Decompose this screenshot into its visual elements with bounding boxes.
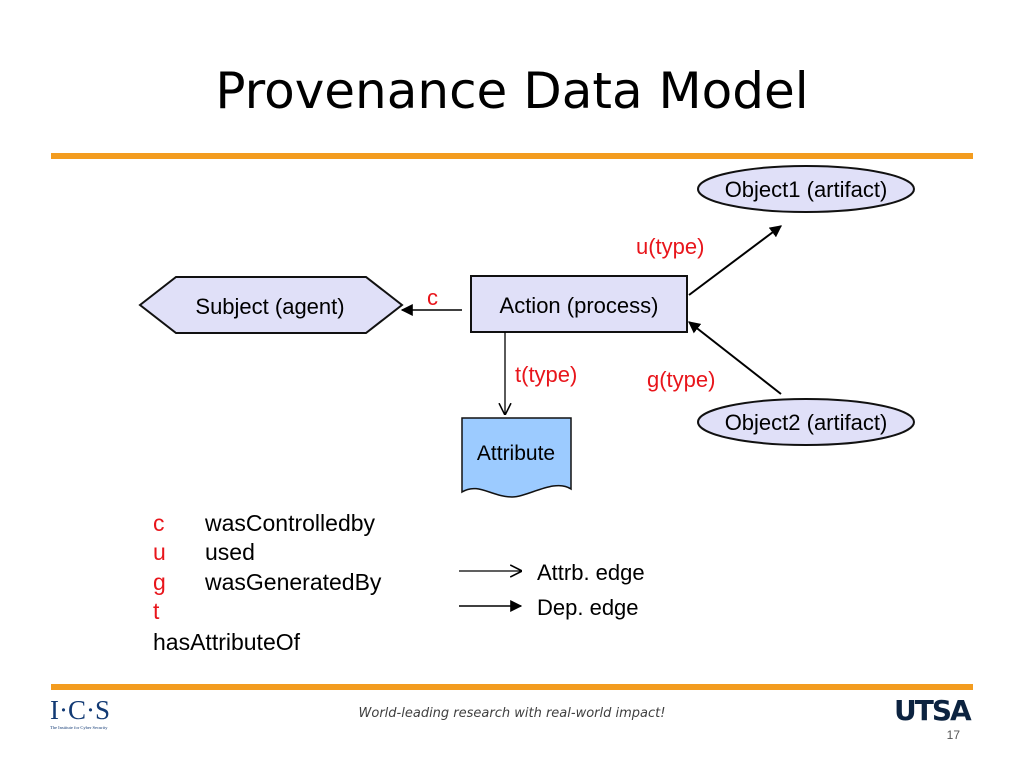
edge-label-t: t(type) bbox=[515, 362, 577, 387]
subject-node: Subject (agent) bbox=[138, 276, 404, 334]
bottom-accent-rule bbox=[51, 684, 973, 690]
legend-term-hasattributeof: hasAttributeOf bbox=[153, 629, 301, 655]
object1-node: Object1 (artifact) bbox=[697, 165, 915, 213]
slide-title: Provenance Data Model bbox=[215, 62, 809, 120]
legend-term-wasgeneratedby: wasGeneratedBy bbox=[205, 569, 382, 595]
action-node: Action (process) bbox=[470, 275, 688, 333]
legend-term-used: used bbox=[205, 539, 255, 565]
top-accent-rule bbox=[51, 153, 973, 159]
footer-tagline: World-leading research with real-world i… bbox=[358, 706, 666, 721]
edge-label-g: g(type) bbox=[647, 367, 715, 392]
edge-u bbox=[688, 225, 782, 296]
ics-logo: I·C·S The Institute for Cyber Security bbox=[50, 695, 110, 731]
page-number: 17 bbox=[946, 728, 960, 742]
edge-label-u: u(type) bbox=[636, 234, 704, 259]
attribute-node: Attribute bbox=[461, 417, 572, 498]
object2-node: Object2 (artifact) bbox=[697, 398, 915, 446]
legend-attrb-edge-label: Attrb. edge bbox=[537, 560, 645, 585]
utsa-logo: UTSA bbox=[894, 694, 972, 727]
object1-node-label: Object1 (artifact) bbox=[725, 177, 888, 202]
edge-g bbox=[688, 321, 782, 395]
ics-logo-mark: I·C·S bbox=[50, 695, 110, 725]
legend-key-u: u bbox=[153, 539, 166, 565]
subject-node-label: Subject (agent) bbox=[195, 294, 344, 319]
edge-label-c: c bbox=[427, 285, 438, 310]
attribute-node-label: Attribute bbox=[477, 442, 555, 465]
action-node-label: Action (process) bbox=[500, 293, 659, 318]
ics-logo-subtitle: The Institute for Cyber Security bbox=[50, 725, 108, 730]
legend-dep-edge-label: Dep. edge bbox=[537, 595, 639, 620]
legend-key-c: c bbox=[153, 510, 165, 536]
object2-node-label: Object2 (artifact) bbox=[725, 410, 888, 435]
legend-key-t: t bbox=[153, 598, 160, 624]
legend-term-wascontrolledby: wasControlledby bbox=[205, 510, 376, 536]
legend-key-g: g bbox=[153, 569, 166, 595]
